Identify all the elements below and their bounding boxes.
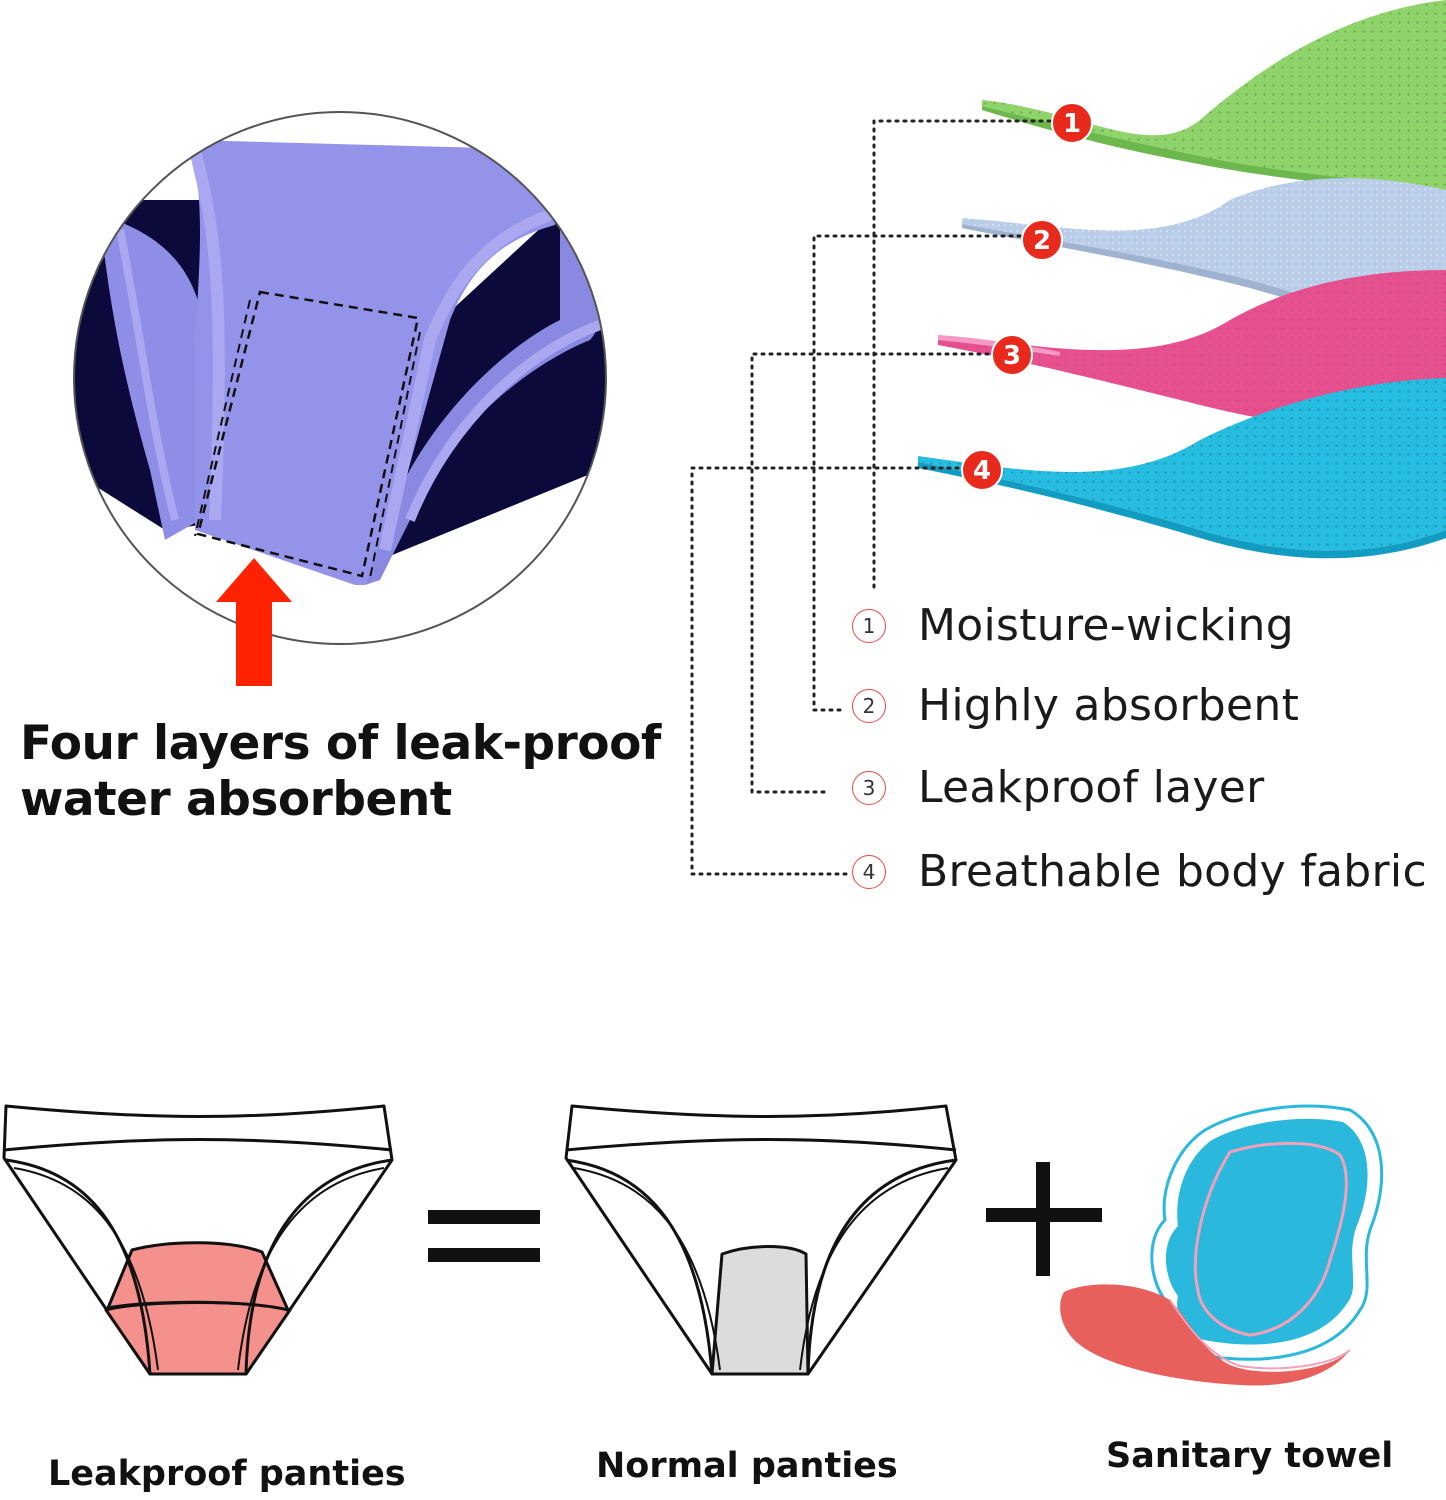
- legend-number-2: 2: [852, 688, 886, 723]
- caption-normal-panties: Normal panties: [596, 1446, 898, 1486]
- layer-badge-2-label: 2: [1033, 226, 1051, 256]
- up-arrow-icon: [216, 558, 292, 686]
- equals-icon: [428, 1210, 540, 1262]
- layer-badge-3: 3: [991, 334, 1033, 376]
- legend-item-highly-absorbent: 2 Highly absorbent: [852, 680, 1299, 731]
- legend-label-3: Leakproof layer: [918, 762, 1265, 813]
- caption-leakproof-panties: Leakproof panties: [48, 1454, 406, 1494]
- legend-item-moisture-wicking: 1 Moisture-wicking: [852, 600, 1294, 651]
- layer-4-sheet: [918, 378, 1446, 559]
- legend-item-leakproof-layer: 3 Leakproof layer: [852, 762, 1265, 813]
- legend-number-4: 4: [852, 854, 886, 889]
- legend-label-2: Highly absorbent: [918, 680, 1300, 731]
- legend-item-breathable-body-fabric: 4 Breathable body fabric: [852, 846, 1427, 897]
- headline-line-1: Four layers of leak-proof: [20, 716, 661, 771]
- legend-number-1: 1: [852, 608, 886, 643]
- layer-badge-4-label: 4: [973, 456, 991, 486]
- connector-lines: [690, 119, 1060, 876]
- headline: Four layers of leak-proof water absorben…: [20, 716, 700, 828]
- layer-badge-1: 1: [1051, 102, 1093, 144]
- panty-closeup: [73, 111, 607, 645]
- caption-sanitary-towel: Sanitary towel: [1106, 1436, 1394, 1476]
- legend-label-4: Breathable body fabric: [918, 846, 1427, 897]
- layer-badge-3-label: 3: [1003, 341, 1021, 371]
- layer-badge-1-label: 1: [1063, 109, 1081, 139]
- legend-label-1: Moisture-wicking: [918, 600, 1294, 651]
- headline-line-2: water absorbent: [20, 772, 452, 827]
- legend-number-3: 3: [852, 770, 886, 805]
- layer-badge-2: 2: [1021, 219, 1063, 261]
- plus-icon: [986, 1162, 1102, 1276]
- leakproof-panties-drawing: [2, 1104, 394, 1376]
- layer-badge-4: 4: [961, 449, 1003, 491]
- layer-1-sheet: [982, 0, 1446, 196]
- sanitary-towel-drawing: [1060, 1104, 1384, 1386]
- normal-panties-drawing: [564, 1104, 958, 1376]
